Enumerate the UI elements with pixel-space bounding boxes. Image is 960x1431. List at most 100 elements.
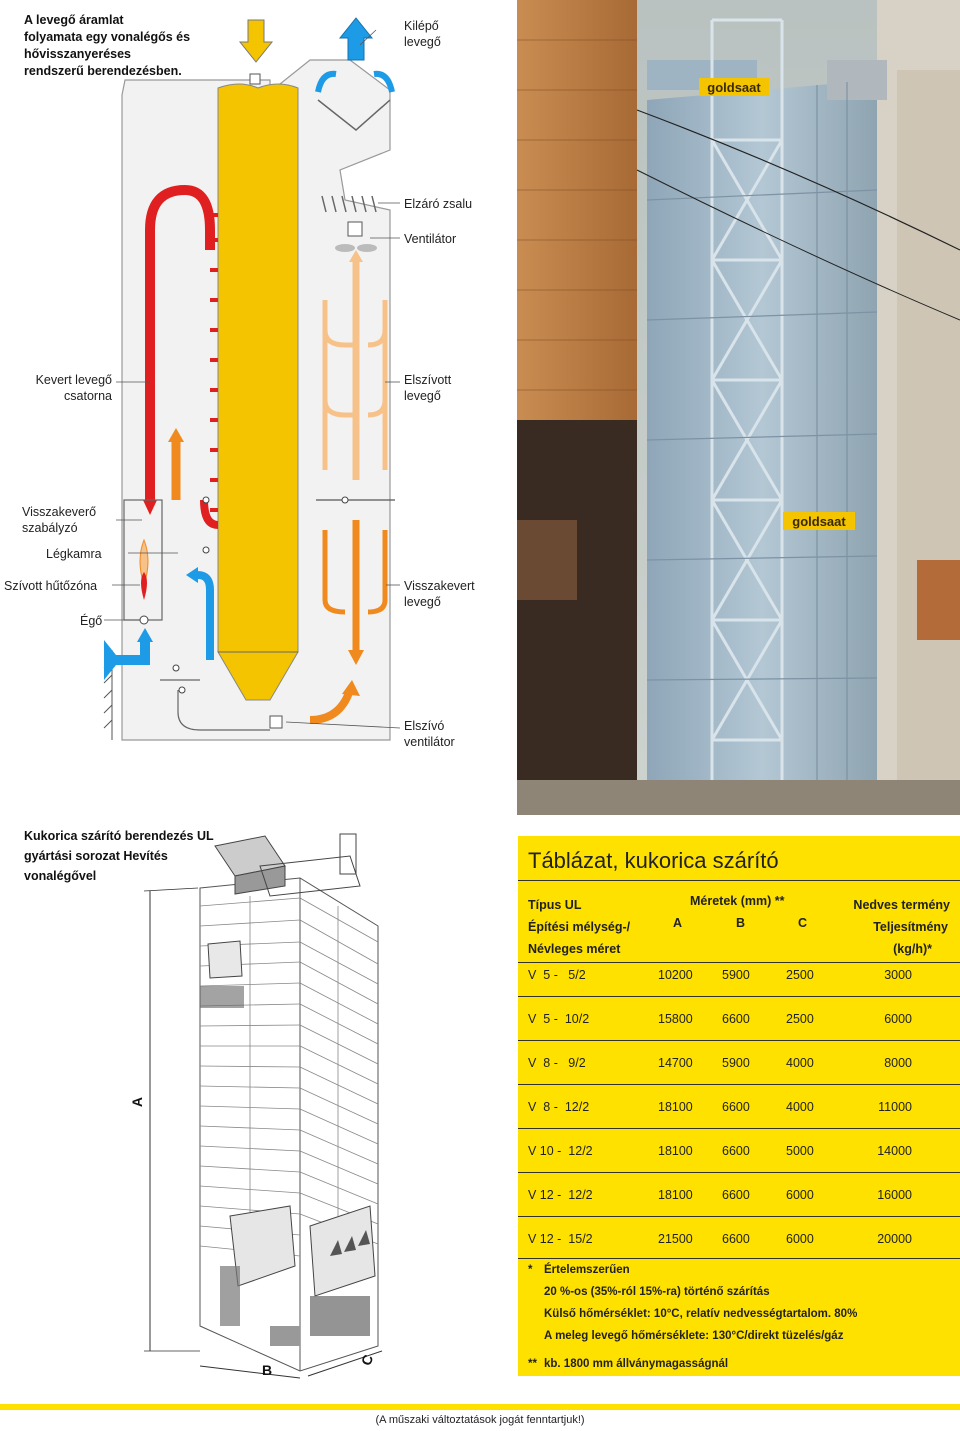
cell-perf: 20000	[877, 1232, 912, 1246]
label-line: Kevert levegő	[35, 373, 112, 387]
label-exhaust-fan: Elszívó ventilátor	[404, 718, 455, 750]
label-line: levegő	[404, 595, 441, 609]
caption-line: Kukorica szárító berendezés UL	[24, 829, 214, 843]
cell-type: V 5 - 10/2	[528, 1012, 590, 1026]
label-line: levegő	[404, 35, 441, 49]
cell-b: 6600	[722, 1144, 750, 1158]
cell-b: 5900	[722, 1056, 750, 1070]
cell-perf: 3000	[884, 968, 912, 982]
intro-line: folyamata egy vonalégős és	[24, 30, 191, 44]
cooling-air-flow	[197, 571, 214, 660]
cell-type: V 8 - 9/2	[528, 1056, 586, 1070]
cell-b: 6600	[722, 1188, 750, 1202]
label-line: levegő	[404, 389, 441, 403]
table-rule	[518, 1216, 960, 1217]
shutter-lines	[321, 195, 377, 213]
header-line: Teljesítmény	[873, 920, 948, 934]
note-star-title: Értelemszerűen	[544, 1264, 630, 1276]
cell-perf: 6000	[884, 1012, 912, 1026]
label-line: Visszakevert	[404, 579, 475, 593]
label-line: ventilátor	[404, 735, 455, 749]
table-rule	[518, 1172, 960, 1173]
note-line: 20 %-os (35%-ról 15%-ra) történő szárítá…	[544, 1286, 770, 1298]
photo-logo-top: goldsaat	[707, 80, 761, 95]
drawing-caption: Kukorica szárító berendezés UL gyártási …	[24, 826, 214, 886]
photo-logo-mid: goldsaat	[792, 514, 846, 529]
label-mixed-air-duct: Kevert levegő csatorna	[20, 372, 112, 404]
cell-a: 18100	[658, 1100, 693, 1114]
dryer-table: Táblázat, kukorica szárító Típus UL Épít…	[518, 836, 960, 1376]
cell-c: 5000	[786, 1144, 814, 1158]
label-recirc-regulator: Visszakeverő szabályzó	[22, 504, 96, 536]
note-star-mark: *	[528, 1264, 533, 1276]
header-line: Névleges méret	[528, 942, 621, 956]
header-type: Típus UL Építési mélység-/ Névleges mére…	[528, 894, 630, 960]
cell-c: 6000	[786, 1188, 814, 1202]
label-line: szabályzó	[22, 521, 78, 535]
cell-b: 6600	[722, 1012, 750, 1026]
header-line: Típus UL	[528, 898, 582, 912]
table-rule	[518, 880, 960, 881]
cell-perf: 8000	[884, 1056, 912, 1070]
cell-type: V 5 - 5/2	[528, 968, 586, 982]
table-rule	[518, 1258, 960, 1259]
label-fan: Ventilátor	[404, 232, 457, 246]
header-line: Építési mélység-/	[528, 920, 631, 934]
caption-line: gyártási sorozat Hevítés	[24, 849, 168, 863]
cell-perf: 16000	[877, 1188, 912, 1202]
label-line: Kilépő	[404, 19, 439, 33]
header-line: Nedves termény	[853, 898, 950, 912]
label-line: Elszívó	[404, 719, 445, 733]
note-line: A meleg levegő hőmérséklete: 130°C/direk…	[544, 1330, 844, 1342]
cell-perf: 11000	[878, 1100, 912, 1114]
label-line: csatorna	[64, 389, 112, 403]
table-rule	[518, 1084, 960, 1085]
intake-arrow	[238, 19, 274, 63]
cell-c: 2500	[786, 968, 814, 982]
dimension-a-label: A	[129, 1096, 146, 1108]
cell-type: V 12 - 12/2	[528, 1188, 593, 1202]
table-title: Táblázat, kukorica szárító	[528, 848, 779, 873]
header-line: (kg/h)*	[893, 942, 932, 956]
label-exit-air: Kilépő levegő	[404, 18, 441, 50]
cell-type: V 8 - 12/2	[528, 1100, 590, 1114]
note-dstar-mark: **	[528, 1358, 537, 1370]
label-cooling-zone: Szívott hűtőzóna	[4, 579, 98, 593]
cell-a: 15800	[658, 1012, 693, 1026]
intro-line: hővisszanyeréses	[24, 47, 132, 61]
intro-line: rendszerű berendezésben.	[24, 64, 182, 78]
cell-c: 6000	[786, 1232, 814, 1246]
cell-c: 2500	[786, 1012, 814, 1026]
header-dims-title: Méretek (mm) **	[690, 894, 785, 908]
cell-type: V 10 - 12/2	[528, 1144, 593, 1158]
header-dim-b: B	[736, 916, 746, 930]
intro-text-block: A levegő áramlat folyamata egy vonalégős…	[24, 12, 190, 80]
note-line: Külső hőmérséklet: 10°C, relatív nedvess…	[544, 1308, 858, 1320]
dryer-tower-photo: goldsaat goldsaat	[517, 0, 960, 815]
dimension-b-label: B	[262, 1362, 273, 1378]
cell-a: 18100	[658, 1144, 693, 1158]
cell-b: 6600	[722, 1232, 750, 1246]
cell-b: 6600	[722, 1100, 750, 1114]
cell-b: 5900	[722, 968, 750, 982]
exit-arrow	[338, 17, 374, 61]
grain-column	[217, 83, 299, 653]
cell-a: 14700	[658, 1056, 693, 1070]
header-dim-c: C	[798, 916, 808, 930]
bottom-yellow-bar	[0, 1404, 960, 1410]
table-rule	[518, 996, 960, 997]
dryer-technical-drawing	[143, 833, 383, 1379]
cell-c: 4000	[786, 1100, 814, 1114]
cell-type: V 12 - 15/2	[528, 1232, 593, 1246]
note-dstar-text: kb. 1800 mm állványmagasságnál	[544, 1358, 729, 1370]
header-dim-a: A	[673, 916, 683, 930]
label-shutter: Elzáró zsalu	[404, 197, 473, 211]
caption-line: vonalégővel	[24, 869, 97, 883]
footer-note: (A műszaki változtatások jogát fenntartj…	[375, 1414, 585, 1426]
air-flow-diagram	[103, 17, 401, 741]
cell-a: 21500	[658, 1232, 693, 1246]
cell-c: 4000	[786, 1056, 814, 1070]
label-burner: Égő	[80, 614, 103, 628]
cell-perf: 14000	[877, 1144, 912, 1158]
label-extracted-air: Elszívott levegő	[404, 372, 451, 404]
